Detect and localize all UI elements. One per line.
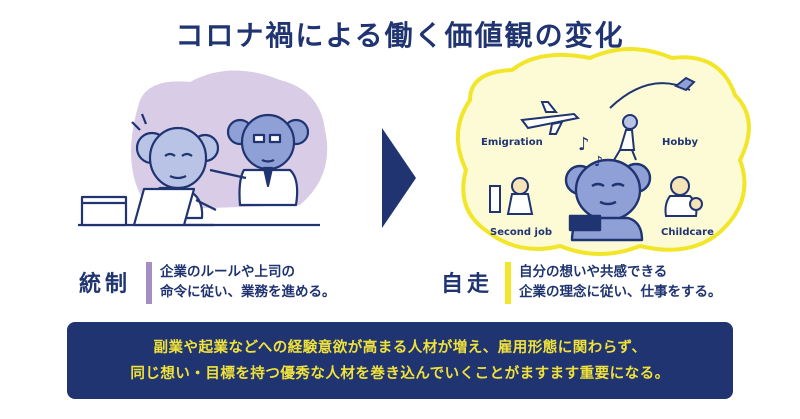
left-description: 企業のルールや上司の 命令に従い、業務を進める。 xyxy=(160,262,336,302)
childcare-illustration xyxy=(664,176,703,217)
airplane-icon xyxy=(520,101,581,135)
left-accent-bar xyxy=(146,262,152,304)
svg-text:♪: ♪ xyxy=(578,134,590,155)
desk-illustration xyxy=(78,187,320,227)
summary-banner: 副業や起業などへの経験意欲が高まる人材が増え、雇用形態に関わらず、 同じ想い・目… xyxy=(67,322,733,399)
right-description-line: 自分の想いや共感できる xyxy=(519,264,668,280)
banner-line: 副業や起業などへの経験意欲が高まる人材が増え、雇用形態に関わらず、 xyxy=(153,339,647,356)
childcare-label: Childcare xyxy=(661,227,714,238)
right-description: 自分の想いや共感できる 企業の理念に従い、仕事をする。 xyxy=(519,262,722,302)
page-title: コロナ禍による働く価値観の変化 xyxy=(175,19,625,52)
second-job-label: Second job xyxy=(490,227,552,238)
emigration-label: Emigration xyxy=(481,137,543,148)
right-accent-bar xyxy=(505,262,511,304)
fishing-person-illustration xyxy=(609,76,696,161)
right-heading: 自走 xyxy=(441,272,494,297)
banner-line: 同じ想い・目標を持つ優秀な人材を巻き込んでいくことがますます重要になる。 xyxy=(130,365,670,382)
right-description-line: 企業の理念に従い、仕事をする。 xyxy=(519,284,722,300)
boss-illustration xyxy=(209,113,310,207)
transition-arrow xyxy=(382,128,416,228)
left-description-line: 命令に従い、業務を進める。 xyxy=(160,284,336,300)
svg-text:♪: ♪ xyxy=(594,154,603,170)
relaxed-person-illustration: ♪ ♪ xyxy=(564,134,652,242)
hobby-label: Hobby xyxy=(662,137,699,148)
second-job-illustration xyxy=(489,177,534,215)
left-description-line: 企業のルールや上司の xyxy=(160,264,295,280)
left-heading: 統制 xyxy=(79,272,132,297)
